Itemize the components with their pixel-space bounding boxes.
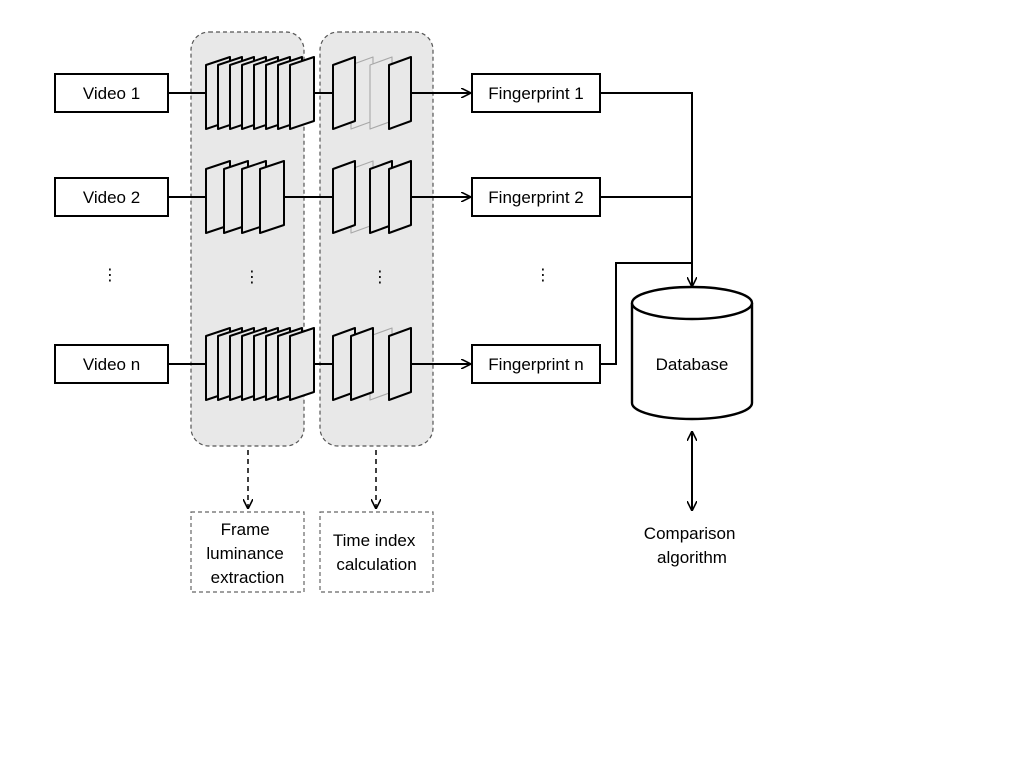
video-label-n: Video n bbox=[83, 355, 140, 374]
database-label: Database bbox=[656, 355, 729, 374]
luminance-note-line-2: luminance bbox=[206, 544, 284, 563]
time-frame-2-3 bbox=[388, 160, 412, 234]
comparison-label: Comparison algorithm bbox=[644, 524, 740, 567]
fingerprint-box-2: Fingerprint 2 bbox=[471, 177, 601, 217]
fingerprint-label-1: Fingerprint 1 bbox=[488, 84, 583, 103]
time-frame-n-3 bbox=[388, 327, 412, 401]
ellipsis-luminance: ⋮ bbox=[244, 269, 260, 286]
fingerprint-label-n: Fingerprint n bbox=[488, 355, 583, 374]
comparison-line-1: Comparison bbox=[644, 524, 736, 543]
fingerprint-box-n: Fingerprint n bbox=[471, 344, 601, 384]
video-box-n: Video n bbox=[54, 344, 169, 384]
fingerprint-box-1: Fingerprint 1 bbox=[471, 73, 601, 113]
luminance-frame-2-4 bbox=[259, 160, 285, 234]
video-label-2: Video 2 bbox=[83, 188, 140, 207]
luminance-note-line-1: Frame bbox=[221, 520, 270, 539]
frame-stacks bbox=[205, 56, 412, 401]
fingerprint-1-to-database bbox=[600, 92, 692, 286]
ellipsis-videos: ⋮ bbox=[102, 267, 118, 284]
comparison-line-2: algorithm bbox=[657, 548, 727, 567]
time-frame-n-2 bbox=[350, 327, 374, 401]
ellipsis-fingerprints: ⋮ bbox=[535, 267, 551, 284]
time-index-note-line-1: Time index bbox=[333, 531, 416, 550]
luminance-note-box: Frame luminance extraction bbox=[190, 511, 305, 593]
time-index-note-text: Time index calculation bbox=[333, 531, 420, 574]
luminance-note-line-3: extraction bbox=[211, 568, 285, 587]
time-frame-1-2 bbox=[388, 56, 412, 130]
video-label-1: Video 1 bbox=[83, 84, 140, 103]
time-frame-1-1 bbox=[332, 56, 356, 130]
fingerprint-label-2: Fingerprint 2 bbox=[488, 188, 583, 207]
fingerprint-n-to-database bbox=[600, 262, 692, 365]
luminance-note-text: Frame luminance extraction bbox=[206, 520, 288, 587]
database-cylinder: Database bbox=[630, 285, 754, 421]
luminance-frame-1-8 bbox=[289, 56, 315, 130]
ellipsis-time-index: ⋮ bbox=[372, 269, 388, 286]
time-frame-2-1 bbox=[332, 160, 356, 234]
video-box-1: Video 1 bbox=[54, 73, 169, 113]
time-index-note-line-2: calculation bbox=[336, 555, 416, 574]
video-box-2: Video 2 bbox=[54, 177, 169, 217]
time-index-note-box: Time index calculation bbox=[319, 511, 434, 593]
luminance-frame-n-8 bbox=[289, 327, 315, 401]
